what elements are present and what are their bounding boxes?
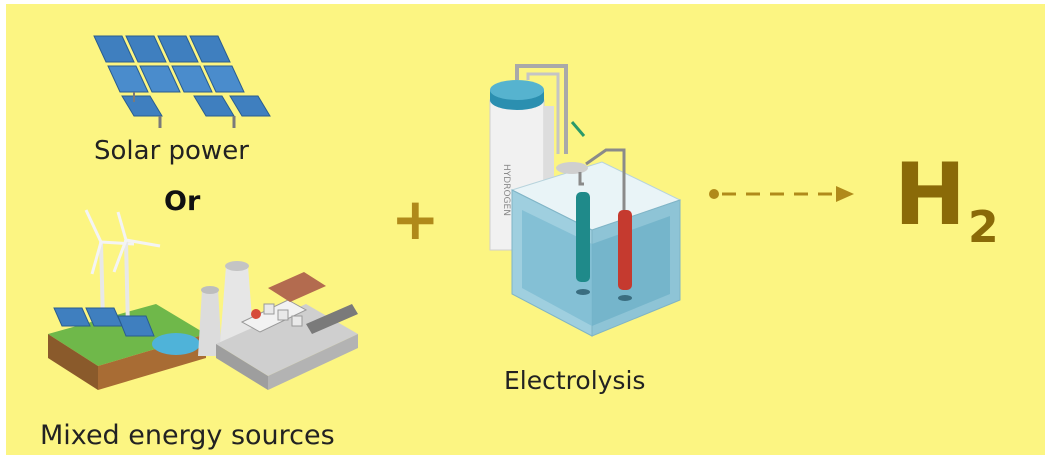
power-plant-icon: [198, 261, 358, 390]
tank-label: HYDROGEN: [501, 164, 511, 216]
solar-power-label: Solar power: [94, 136, 249, 166]
diagram-art: HYDROGEN: [48, 35, 854, 390]
mixed-energy-label: Mixed energy sources: [40, 420, 335, 451]
product-subscript: 2: [967, 202, 999, 253]
electrode-right: [618, 210, 632, 290]
electrolyzer-icon: HYDROGEN: [489, 64, 682, 337]
arrow-right-icon: [709, 186, 854, 202]
product-symbol: H: [894, 145, 966, 245]
solar-panel-array-icon: [93, 35, 271, 128]
electrolysis-label: Electrolysis: [504, 366, 646, 395]
plus-sign: +: [391, 185, 440, 253]
or-label: Or: [164, 186, 201, 217]
diagram-canvas: HYDROGEN Sol: [6, 4, 1045, 455]
mixed-energy-icon: [48, 209, 358, 390]
electrode-left: [576, 192, 590, 282]
hydrogen-product: H2: [894, 152, 999, 250]
